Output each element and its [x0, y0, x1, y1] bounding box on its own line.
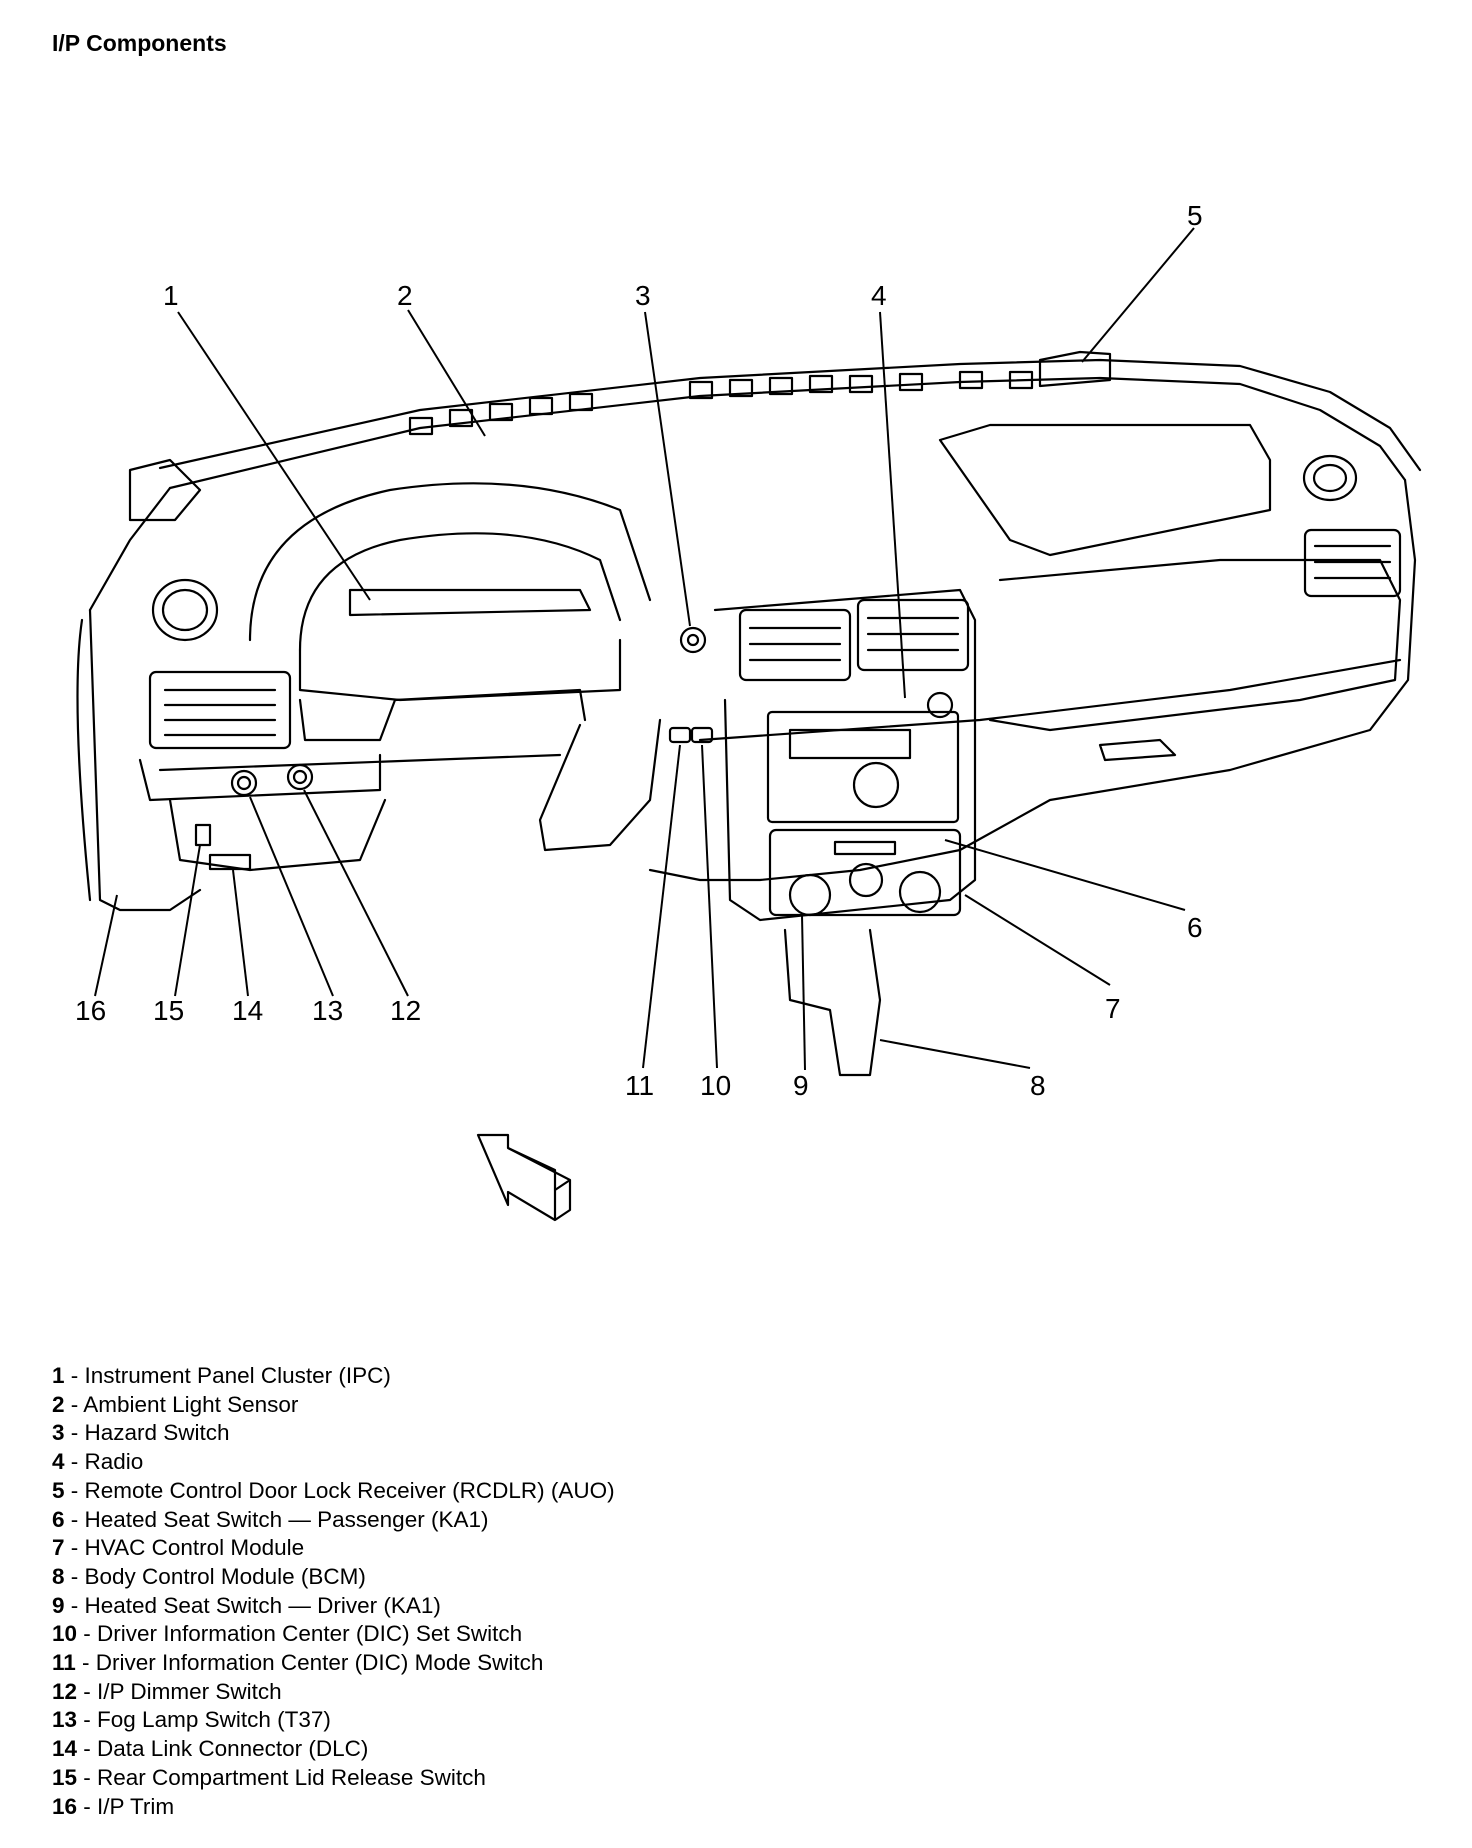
defroster-tabs — [408, 370, 1034, 436]
center-vent-left — [738, 608, 852, 682]
glove-box-latch — [1098, 738, 1177, 762]
callout-14: 14 — [232, 995, 263, 1026]
hvac-control-module — [768, 828, 962, 917]
legend-item-1: 1 - Instrument Panel Cluster (IPC) — [52, 1363, 391, 1388]
rcdlr-module — [1038, 350, 1112, 388]
left-end-bracket — [128, 458, 202, 522]
callout-4: 4 — [871, 280, 887, 311]
dic-mode-switch — [668, 726, 692, 744]
legend-item-8: 8 - Body Control Module (BCM) — [52, 1563, 366, 1589]
dash-top-edge-inner — [168, 376, 1407, 490]
legend-item-10: 10 - Driver Information Center (DIC) Set… — [52, 1621, 523, 1647]
right-rect-vent — [1303, 528, 1402, 598]
callout-7: 7 — [1105, 993, 1121, 1024]
dashboard-drawing — [76, 350, 1422, 1077]
glove-box — [988, 558, 1402, 732]
legend-item-12: 12 - I/P Dimmer Switch — [52, 1678, 282, 1704]
callout-15: 15 — [153, 995, 184, 1026]
page-title: I/P Components — [52, 30, 227, 56]
legend-item-15: 15 - Rear Compartment Lid Release Switch — [52, 1764, 486, 1790]
steering-column-opening — [298, 688, 587, 742]
legend-item-2: 2 - Ambient Light Sensor — [52, 1391, 299, 1417]
dash-lower-left — [88, 608, 202, 912]
upper-storage — [938, 423, 1272, 557]
callout-11: 11 — [625, 1070, 654, 1101]
lower-driver-panel — [168, 798, 387, 872]
hazard-switch — [679, 626, 707, 654]
callout-6: 6 — [1187, 912, 1203, 943]
legend-item-9: 9 - Heated Seat Switch — Driver (KA1) — [52, 1592, 441, 1618]
legend-item-5: 5 - Remote Control Door Lock Receiver (R… — [52, 1477, 615, 1503]
dash-face — [88, 478, 1417, 882]
legend-item-6: 6 - Heated Seat Switch — Passenger (KA1) — [52, 1506, 489, 1532]
center-stack-outline — [713, 588, 977, 922]
left-rect-vent — [148, 670, 292, 750]
callout-12: 12 — [390, 995, 421, 1026]
callout-1: 1 — [163, 280, 179, 311]
legend-item-3: 3 - Hazard Switch — [52, 1420, 230, 1446]
callout-3: 3 — [635, 280, 651, 311]
callout-2: 2 — [397, 280, 413, 311]
legend-item-13: 13 - Fog Lamp Switch (T37) — [52, 1707, 331, 1733]
release-switch-part — [194, 823, 212, 847]
callout-8: 8 — [1030, 1070, 1046, 1101]
component-legend: 1 - Instrument Panel Cluster (IPC) 2 - A… — [52, 1362, 615, 1821]
legend-item-11: 11 - Driver Information Center (DIC) Mod… — [52, 1650, 544, 1676]
dimmer-switch — [286, 763, 314, 791]
dlc-connector — [208, 853, 252, 871]
body-control-module — [783, 928, 882, 1077]
leader-lines — [94, 227, 1195, 1071]
callout-10: 10 — [700, 1070, 731, 1101]
callout-13: 13 — [312, 995, 343, 1026]
callout-5: 5 — [1187, 200, 1203, 231]
right-round-vent — [1302, 454, 1358, 502]
steering-pod — [538, 718, 662, 852]
radio-unit — [766, 710, 960, 824]
dash-lower-line — [158, 658, 1402, 772]
legend-item-7: 7 - HVAC Control Module — [52, 1535, 305, 1561]
callout-numbers: 1 2 3 4 5 6 7 8 9 10 11 12 13 14 15 16 — [75, 200, 1203, 1101]
center-vent-right — [856, 598, 970, 672]
legend-item-4: 4 - Radio — [52, 1449, 144, 1475]
callout-9: 9 — [793, 1070, 809, 1101]
dic-set-switch — [690, 726, 714, 744]
legend-item-14: 14 - Data Link Connector (DLC) — [52, 1736, 369, 1762]
cluster-hood — [248, 482, 652, 642]
dash-top-edge — [158, 358, 1422, 472]
legend-item-16: 16 - I/P Trim — [52, 1793, 175, 1819]
cluster-lens — [348, 588, 592, 617]
direction-arrow-icon — [476, 1133, 572, 1222]
dash-left-end — [76, 618, 92, 902]
dash-mid-line — [138, 753, 382, 802]
fog-lamp-switch — [230, 769, 258, 797]
callout-16: 16 — [75, 995, 106, 1026]
cluster-hood-inner — [298, 532, 622, 652]
left-round-vent — [151, 578, 219, 642]
